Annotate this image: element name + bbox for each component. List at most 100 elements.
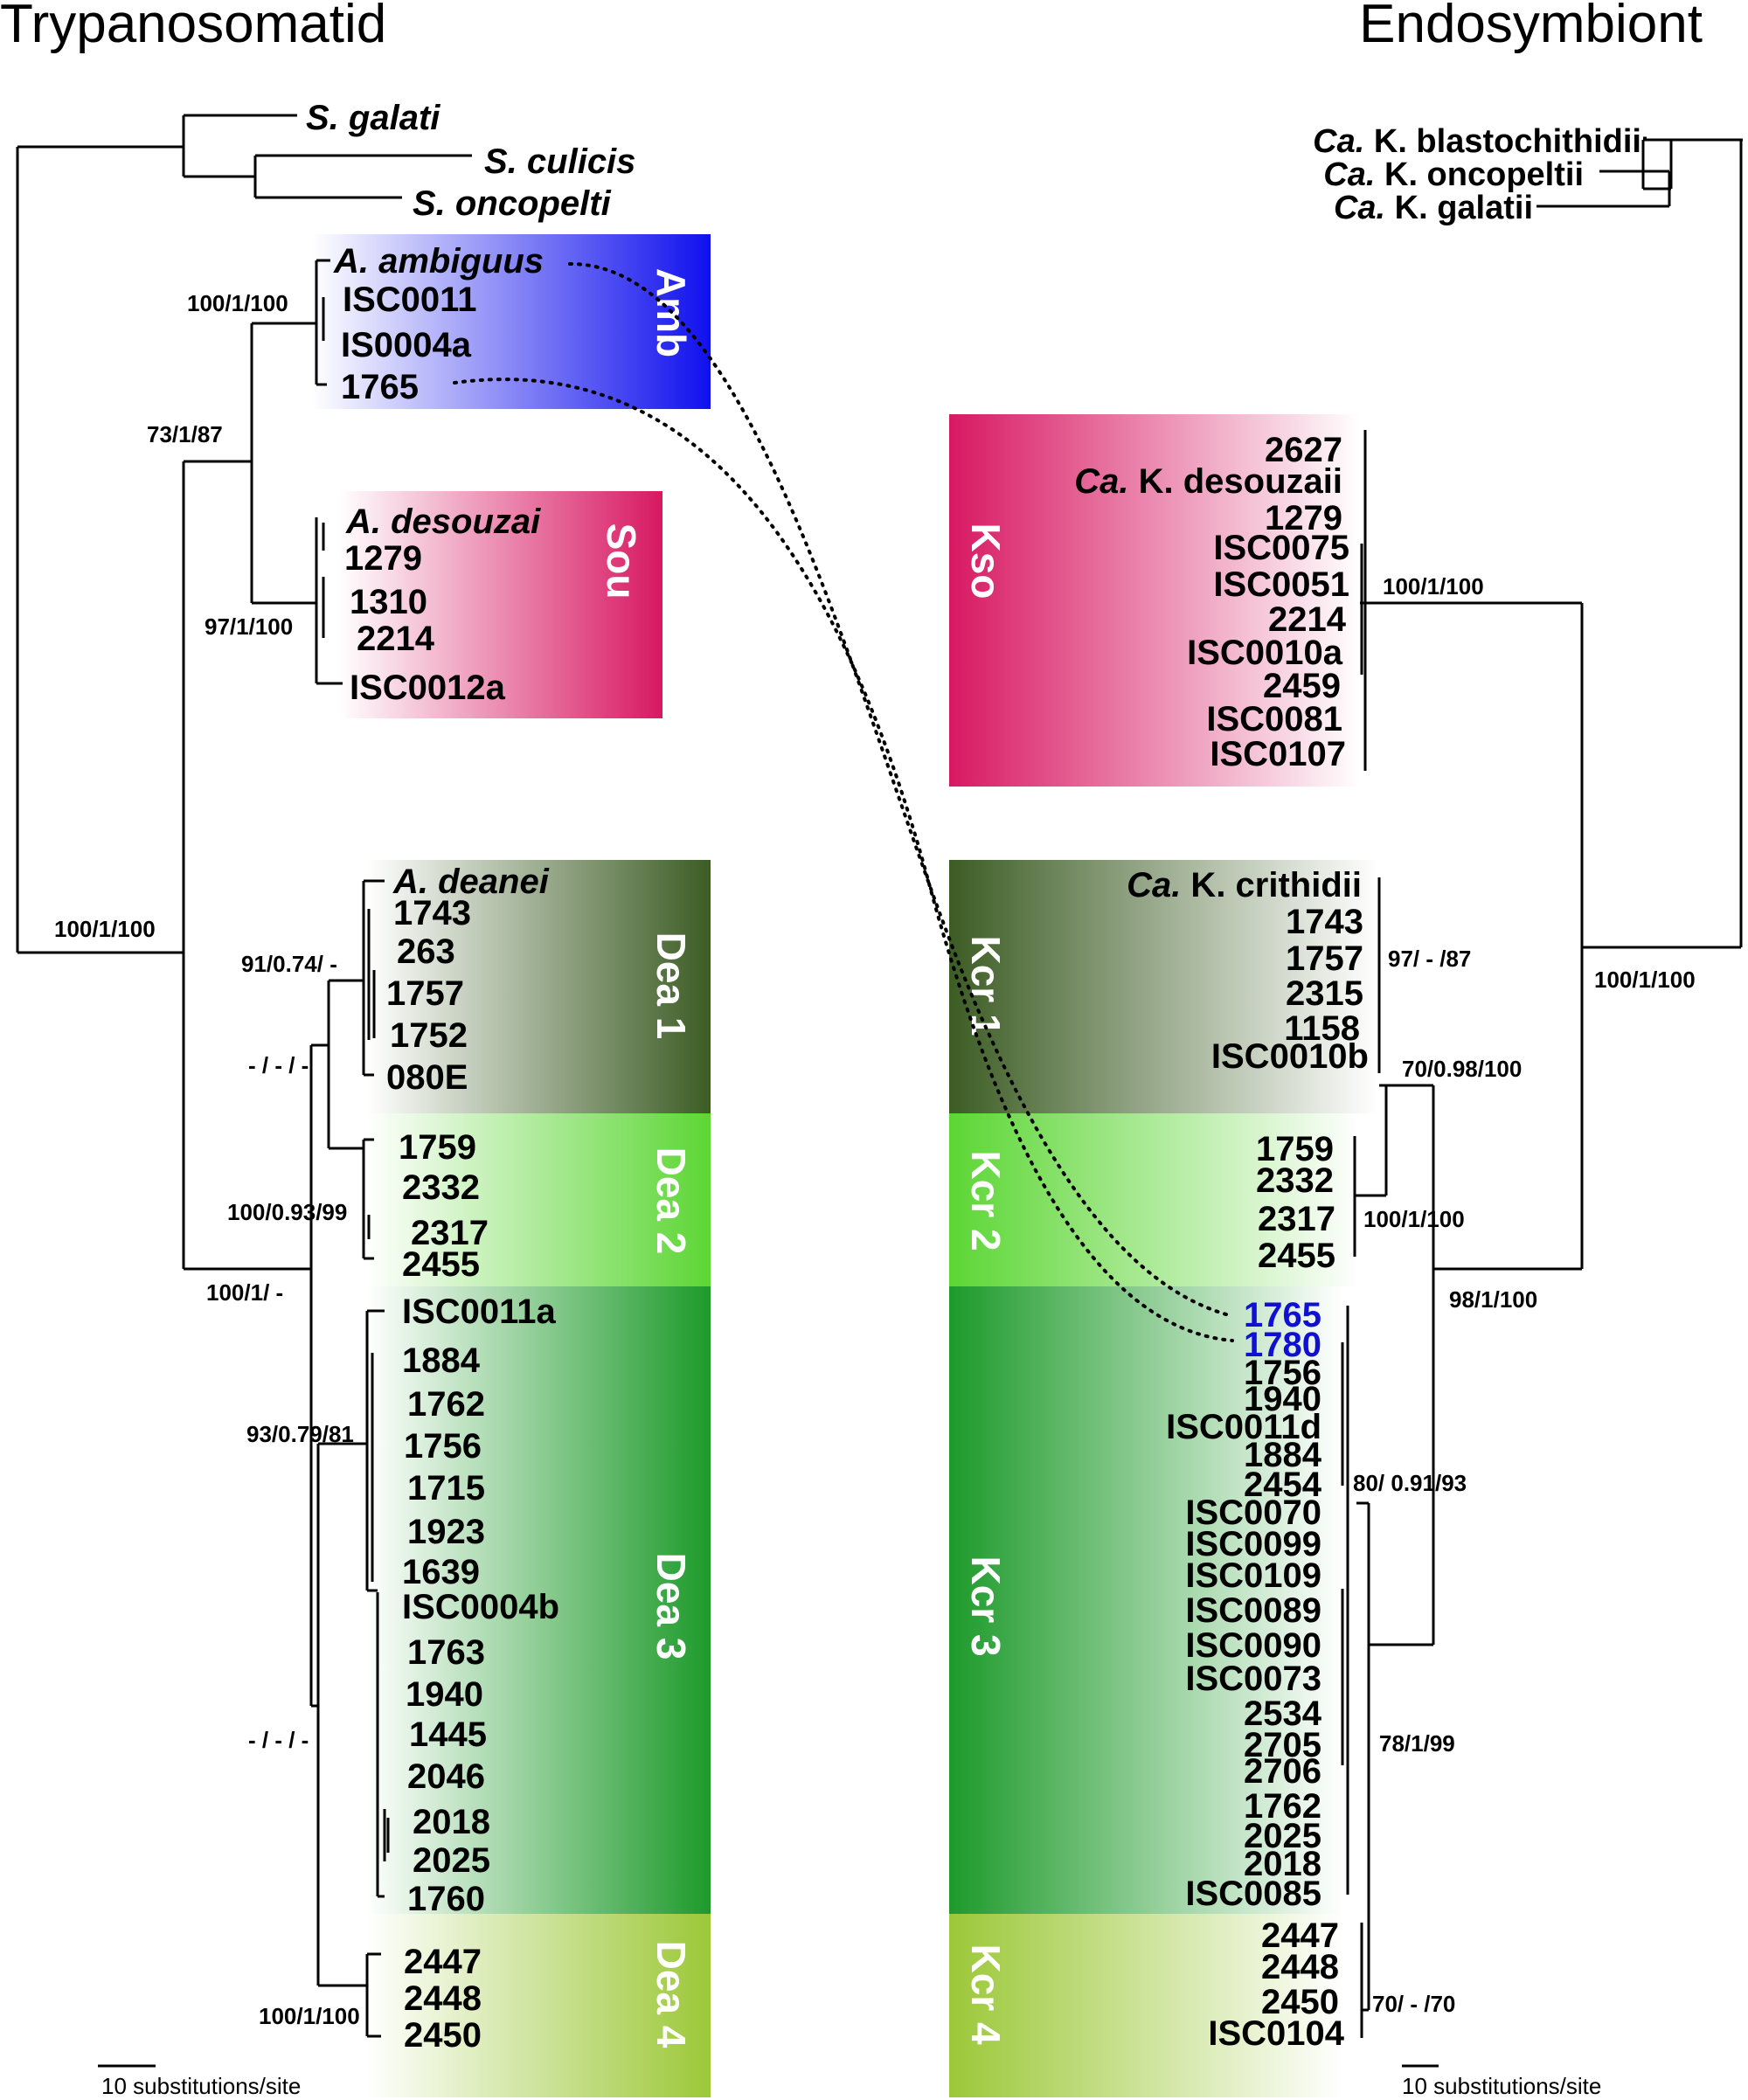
taxon-k-crithidii: Ca. K. crithidii	[1127, 866, 1362, 904]
taxon-1756-left: 1756	[404, 1427, 482, 1466]
clade-box-sou	[339, 491, 662, 718]
taxon-isc0075: ISC0075	[1213, 529, 1349, 567]
taxon-is0004a: IS0004a	[341, 326, 472, 364]
support-l-dea12: - / - / -	[248, 1052, 309, 1078]
taxon-1715: 1715	[407, 1469, 485, 1507]
taxon-1445: 1445	[409, 1715, 487, 1754]
taxon-isc0085: ISC0085	[1185, 1875, 1321, 1913]
support-l-dea34: - / - / -	[248, 1727, 309, 1753]
taxon-isc0010b: ISC0010b	[1211, 1037, 1369, 1076]
taxon-isc0011: ISC0011	[343, 281, 476, 319]
clade-label-kcr2: Kcr 2	[963, 1150, 1009, 1251]
support-l-dea3: 93/0.79/81	[246, 1421, 354, 1447]
taxon-2706: 2706	[1244, 1752, 1321, 1791]
taxon-1884-left: 1884	[402, 1341, 481, 1380]
support-r-kcr: 98/1/100	[1449, 1286, 1537, 1313]
taxon-2018-left: 2018	[413, 1803, 490, 1841]
taxon-s-culicis: S. culicis	[484, 142, 635, 181]
taxon-isc0012a: ISC0012a	[350, 669, 506, 707]
taxon-1763: 1763	[407, 1633, 485, 1672]
right-outgroup-branches	[1536, 138, 1671, 208]
taxon-a-desouzai: A. desouzai	[345, 502, 541, 541]
taxon-2450-right: 2450	[1261, 1983, 1339, 2021]
taxon-1158: 1158	[1284, 1009, 1360, 1048]
taxon-1760: 1760	[407, 1880, 485, 1918]
support-r-kcr2: 100/1/100	[1363, 1206, 1465, 1232]
taxon-2448-left: 2448	[404, 1979, 482, 2018]
clade-label-kcr3: Kcr 3	[963, 1556, 1009, 1656]
taxon-2317-left: 2317	[411, 1214, 489, 1252]
support-l-dea1: 91/0.74/ -	[241, 951, 337, 977]
taxon-1279-right: 1279	[1265, 499, 1342, 537]
clade-box-dea1	[367, 860, 711, 1113]
support-r-kso: 100/1/100	[1383, 573, 1484, 600]
taxon-1757-left: 1757	[386, 974, 464, 1013]
taxon-2332-right: 2332	[1256, 1161, 1334, 1200]
taxon-isc0073: ISC0073	[1185, 1660, 1321, 1698]
taxon-2450-left: 2450	[404, 2016, 482, 2055]
taxon-2046: 2046	[407, 1757, 485, 1796]
support-l-dea2: 100/0.93/99	[227, 1199, 347, 1225]
taxon-080e: 080E	[386, 1058, 468, 1097]
left-tree-title: Trypanosomatid	[0, 0, 386, 54]
taxon-1752: 1752	[390, 1016, 468, 1055]
clade-label-kcr1: Kcr 1	[963, 935, 1009, 1036]
taxon-1756-right: 1756	[1244, 1354, 1321, 1392]
clade-box-kcr1	[949, 860, 1377, 1113]
clade-box-dea2	[367, 1113, 711, 1286]
taxon-isc0004b: ISC0004b	[402, 1588, 559, 1626]
taxon-s-galati: S. galati	[306, 99, 440, 137]
taxon-1940-right: 1940	[1244, 1380, 1321, 1418]
taxon-2534: 2534	[1244, 1695, 1322, 1733]
clade-label-dea4: Dea 4	[649, 1941, 694, 2048]
taxon-isc0109: ISC0109	[1185, 1556, 1321, 1595]
taxon-1743-right: 1743	[1286, 903, 1363, 941]
clade-box-kcr4	[949, 1914, 1342, 2097]
taxon-isc0099: ISC0099	[1185, 1525, 1321, 1563]
clade-label-dea1: Dea 1	[649, 932, 694, 1040]
right-tree-branches	[1341, 136, 1743, 2038]
taxon-k-blastochithidii: Ca. K. blastochithidii	[1313, 123, 1641, 160]
taxon-1759-left: 1759	[399, 1128, 476, 1167]
clade-label-dea3: Dea 3	[649, 1553, 694, 1660]
taxon-263: 263	[397, 932, 455, 971]
taxon-a-ambiguus: A. ambiguus	[333, 242, 544, 281]
left-taxon-labels: S. galati S. culicis S. oncopelti A. amb…	[306, 99, 635, 2055]
taxon-1923: 1923	[407, 1513, 485, 1551]
support-values: 100/1/100 73/1/87 97/1/100 100/1/100 91/…	[54, 290, 1696, 2029]
taxon-isc0104: ISC0104	[1208, 2014, 1344, 2053]
dotted-connector-ambiguus	[568, 261, 1234, 1318]
dotted-connector-1765	[453, 378, 1234, 1342]
taxon-isc0011d: ISC0011d	[1166, 1408, 1321, 1446]
clade-box-kcr2	[949, 1113, 1360, 1286]
clade-label-sou: Sou	[599, 523, 644, 600]
taxon-2025-right: 2025	[1244, 1817, 1321, 1855]
taxon-1762-right: 1762	[1244, 1787, 1321, 1826]
support-r-kcr3: 80/ 0.91/93	[1353, 1470, 1467, 1496]
support-r-kcr4: 70/ - /70	[1372, 1991, 1455, 2017]
taxon-1757-right: 1757	[1286, 939, 1363, 978]
support-l-dea: 100/1/ -	[206, 1279, 283, 1306]
right-taxon-labels: Ca. K. blastochithidii Ca. K. oncopeltii…	[1074, 123, 1641, 2053]
taxon-isc0010a: ISC0010a	[1187, 634, 1343, 672]
taxon-2455-right: 2455	[1258, 1237, 1335, 1275]
clade-label-kcr4: Kcr 4	[963, 1944, 1009, 2044]
clade-box-amb	[313, 234, 711, 409]
taxon-2459: 2459	[1263, 667, 1341, 705]
support-l-dea4: 100/1/100	[259, 2003, 360, 2029]
taxon-1279-left: 1279	[344, 539, 422, 578]
taxon-isc0089: ISC0089	[1185, 1591, 1321, 1630]
support-l-amb: 100/1/100	[187, 290, 288, 316]
support-r-kcr34: 78/1/99	[1379, 1730, 1455, 1757]
support-l-ambsou: 73/1/87	[147, 421, 223, 447]
taxon-2332-left: 2332	[402, 1168, 480, 1207]
taxon-1743-left: 1743	[393, 894, 471, 932]
taxon-isc0070: ISC0070	[1185, 1494, 1321, 1532]
clade-box-kcr3	[949, 1286, 1342, 1914]
taxon-2447-left: 2447	[404, 1943, 482, 1981]
taxon-2315: 2315	[1286, 974, 1363, 1013]
taxon-isc0051: ISC0051	[1213, 565, 1349, 604]
taxon-1762-left: 1762	[407, 1385, 485, 1424]
taxon-isc0107: ISC0107	[1210, 735, 1346, 773]
